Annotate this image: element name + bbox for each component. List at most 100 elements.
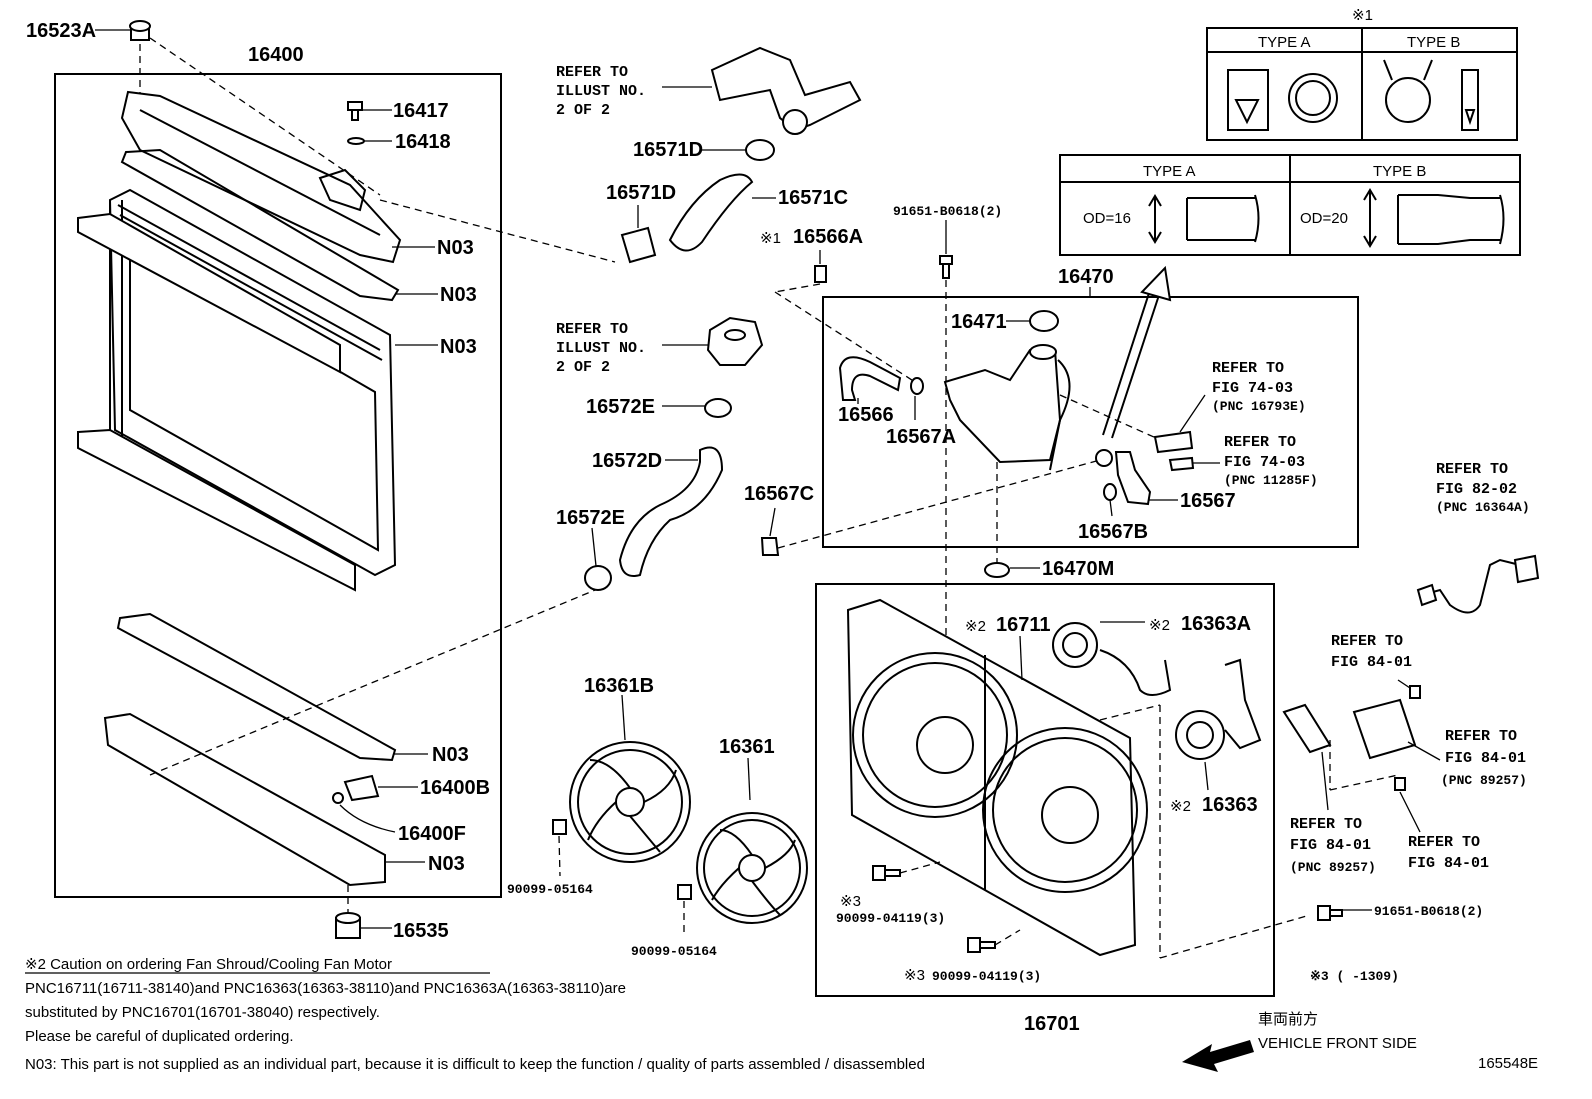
sensor-wire: [1416, 554, 1540, 614]
clamp-16572E-upper[interactable]: [662, 398, 732, 418]
label-16535: 16535: [393, 920, 449, 942]
hose-16566[interactable]: [838, 356, 902, 404]
bolt-90099-04119-a[interactable]: [872, 861, 941, 881]
water-outlet: [710, 46, 862, 135]
cushion-16470M[interactable]: [984, 562, 1040, 578]
clamp-16566A[interactable]: [814, 250, 827, 283]
svg-text:(PNC 11285F): (PNC 11285F): [1224, 473, 1318, 488]
svg-text:2 OF 2: 2 OF 2: [556, 359, 610, 376]
label-16523A: 16523A: [26, 20, 96, 42]
clamp-16571D-lower[interactable]: [620, 205, 657, 264]
direction-arrow-icon: [1182, 1040, 1254, 1072]
svg-text:TYPE B: TYPE B: [1373, 163, 1426, 180]
reservoir-group-box: [822, 296, 1359, 548]
drain-plug-16417[interactable]: [347, 101, 392, 121]
label-n03-5: N03: [428, 853, 465, 875]
o-ring-16400F[interactable]: [332, 792, 396, 833]
radiator-cap-16523A[interactable]: [95, 20, 151, 41]
svg-text:TYPE B: TYPE B: [1407, 34, 1460, 51]
label-16363: 16363: [1202, 794, 1258, 816]
refer-fig84-01-d[interactable]: REFER TO FIG 84-01: [1408, 834, 1489, 872]
label-16572E-a: 16572E: [586, 396, 655, 418]
svg-text:(PNC 16793E): (PNC 16793E): [1212, 399, 1306, 414]
label-n03-3: N03: [440, 336, 477, 358]
o-ring-16418[interactable]: [347, 137, 392, 145]
fan-16361B[interactable]: [569, 694, 691, 863]
fan-motor-16363A[interactable]: [1052, 621, 1172, 696]
refer-illust-top[interactable]: REFER TO ILLUST NO. 2 OF 2: [556, 64, 646, 119]
label-16400B: 16400B: [420, 777, 490, 799]
label-16418: 16418: [395, 131, 451, 153]
svg-text:2 OF 2: 2 OF 2: [556, 102, 610, 119]
radiator-group-box: [54, 73, 502, 898]
refer-illust-mid[interactable]: REFER TO ILLUST NO. 2 OF 2: [556, 321, 646, 376]
label-90099-04119-a: 90099-04119(3): [836, 911, 945, 926]
label-16566: 16566: [838, 404, 894, 426]
clamp-16567B[interactable]: [1103, 483, 1117, 517]
grommet: [1095, 449, 1113, 467]
refer-fig74-03-a[interactable]: REFER TO FIG 74-03 (PNC 16793E): [1212, 360, 1306, 414]
upper-gasket: [120, 148, 400, 302]
label-16361: 16361: [719, 736, 775, 758]
svg-text:TYPE A: TYPE A: [1143, 163, 1196, 180]
fan-group-box: [815, 583, 1275, 997]
illustration-id: 165548E: [1478, 1055, 1538, 1072]
label-16567A: 16567A: [886, 426, 956, 448]
nut-90099-05164-b[interactable]: [677, 884, 692, 935]
ecu-box: [1352, 698, 1441, 761]
bolt-90099-04119-b[interactable]: [967, 929, 1021, 953]
nut-90099-05164-a[interactable]: [552, 819, 567, 877]
refer-fig84-01-b[interactable]: REFER TO FIG 84-01 (PNC 89257): [1441, 728, 1527, 788]
svg-text:REFER TO: REFER TO: [556, 321, 628, 338]
svg-text:REFER TO: REFER TO: [1445, 728, 1517, 745]
svg-text:(PNC 16364A): (PNC 16364A): [1436, 500, 1530, 515]
label-16400: 16400: [248, 44, 304, 66]
label-16571D-a: 16571D: [633, 139, 703, 161]
thermostat: [706, 316, 764, 366]
reservoir-cap-16471[interactable]: [1006, 310, 1059, 332]
label-16363A: 16363A: [1181, 613, 1251, 635]
label-n03-2: N03: [440, 284, 477, 306]
lower-tank: [103, 712, 386, 887]
svg-text:REFER TO: REFER TO: [1290, 816, 1362, 833]
clamp-table-mark: ※1: [1352, 7, 1373, 24]
bolt-91651-bottom[interactable]: [1317, 905, 1372, 921]
svg-text:ILLUST NO.: ILLUST NO.: [556, 340, 646, 357]
refer-fig84-01-c[interactable]: REFER TO FIG 84-01 (PNC 89257): [1290, 816, 1376, 875]
mark-16363: ※2: [1170, 798, 1191, 815]
refer-fig74-03-b[interactable]: REFER TO FIG 74-03 (PNC 11285F): [1224, 434, 1318, 488]
svg-text:FIG 84-01: FIG 84-01: [1290, 837, 1371, 854]
label-16701: 16701: [1024, 1013, 1080, 1035]
note-line-4: N03: This part is not supplied as an ind…: [25, 1056, 925, 1073]
fan-motor-16363[interactable]: [1175, 658, 1262, 791]
direction-en: VEHICLE FRONT SIDE: [1258, 1035, 1417, 1052]
drain-cock-16400B[interactable]: [343, 774, 418, 802]
lower-hose-16572D[interactable]: [618, 446, 724, 577]
label-16571D-b: 16571D: [606, 182, 676, 204]
clamp-16567C[interactable]: [760, 507, 780, 556]
reservoir-tank: [943, 344, 1071, 471]
label-90099-04119-b: 90099-04119(3): [932, 969, 1041, 984]
hose-od-table: TYPE A TYPE B OD=16 OD=20: [1059, 154, 1521, 256]
label-16567: 16567: [1180, 490, 1236, 512]
refer-fig84-01-a[interactable]: REFER TO FIG 84-01: [1331, 633, 1412, 671]
cushion-16535[interactable]: [335, 912, 392, 939]
label-16417: 16417: [393, 100, 449, 122]
refer-fig82-02[interactable]: REFER TO FIG 82-02 (PNC 16364A): [1436, 461, 1530, 515]
clamp-16567A[interactable]: [910, 377, 924, 420]
upper-hose-16571C[interactable]: [668, 173, 776, 252]
fan-16361[interactable]: [696, 757, 808, 924]
svg-text:FIG 74-03: FIG 74-03: [1212, 380, 1293, 397]
ecu-module: [1282, 703, 1332, 811]
upper-seal: [77, 212, 341, 374]
bolt-91651-top[interactable]: [939, 220, 953, 279]
clamp-16571D-upper[interactable]: [702, 139, 775, 161]
svg-text:REFER TO: REFER TO: [1212, 360, 1284, 377]
hose-16567[interactable]: [1114, 451, 1178, 506]
label-90099-05164-b: 90099-05164: [631, 944, 717, 959]
mark-90099-04119-a: ※3: [840, 893, 861, 910]
caution-title: ※2 Caution on ordering Fan Shroud/Coolin…: [25, 956, 392, 973]
label-16470M: 16470M: [1042, 558, 1114, 580]
clamp-16572E-lower[interactable]: [584, 527, 612, 591]
